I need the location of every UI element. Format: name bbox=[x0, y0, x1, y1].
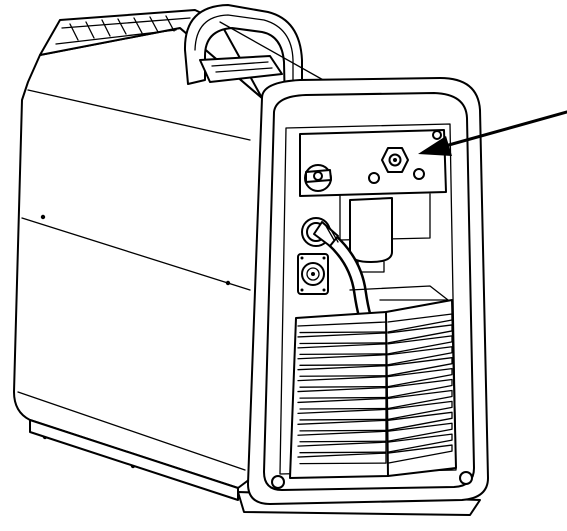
louvre-slat bbox=[387, 346, 453, 366]
mount-screw bbox=[368, 172, 380, 184]
louvre-slat bbox=[387, 324, 453, 344]
louvre-slat bbox=[297, 452, 387, 465]
control-plate bbox=[299, 129, 447, 241]
interior-edge bbox=[349, 285, 449, 301]
louvre-slat bbox=[297, 441, 387, 454]
louvre-slat bbox=[387, 335, 453, 355]
carry-handle bbox=[183, 4, 303, 111]
screw-dot bbox=[225, 280, 231, 286]
callout-arrow bbox=[418, 110, 567, 156]
louvre-slat bbox=[387, 433, 453, 453]
louvre-slat bbox=[387, 422, 453, 442]
power-switch[interactable] bbox=[304, 164, 332, 192]
louvre-slat bbox=[387, 367, 453, 388]
interface-socket[interactable] bbox=[297, 253, 329, 295]
torch-connector[interactable] bbox=[301, 217, 339, 247]
louvre-slat bbox=[387, 378, 453, 399]
bezel-screw bbox=[459, 471, 473, 485]
bezel-screw bbox=[271, 475, 285, 489]
louvre-slat bbox=[387, 357, 453, 377]
louvre-slat bbox=[387, 400, 453, 421]
mount-screw bbox=[413, 168, 425, 180]
mount-screw bbox=[432, 130, 442, 140]
screw-dot bbox=[40, 214, 46, 220]
gas-inlet-fitting[interactable] bbox=[381, 147, 409, 173]
louvre-slat bbox=[297, 419, 387, 432]
fan-louvres bbox=[289, 299, 457, 479]
louvre-slat bbox=[387, 411, 453, 431]
side-panel bbox=[13, 27, 263, 497]
louvre-slat bbox=[387, 313, 453, 333]
louvre-slat bbox=[387, 444, 453, 464]
louvre-slat bbox=[297, 430, 387, 443]
louvre-slat bbox=[387, 389, 453, 410]
louvre-slat bbox=[297, 397, 387, 410]
louvre-slat bbox=[297, 408, 387, 421]
louvre-divider bbox=[385, 311, 389, 477]
